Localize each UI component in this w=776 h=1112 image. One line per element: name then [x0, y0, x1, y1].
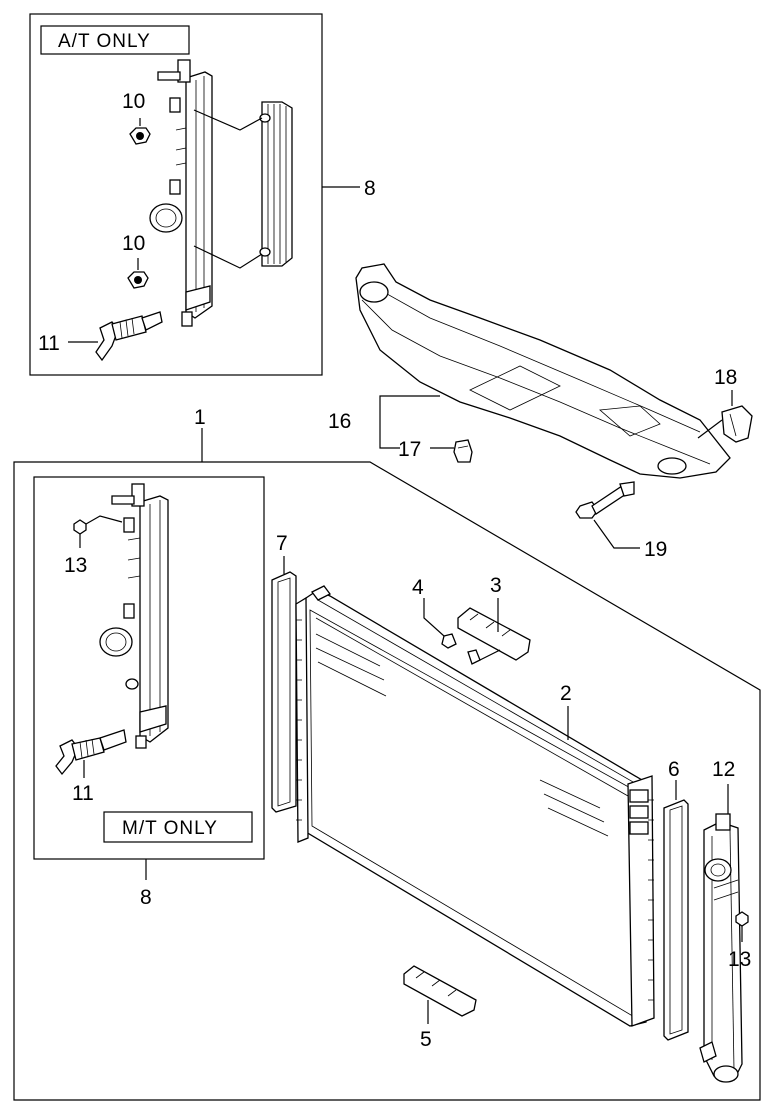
at-only-label-box — [40, 25, 190, 55]
seal-6 — [663, 799, 689, 1041]
callout-13-left: 13 — [64, 554, 87, 577]
callout-11-top: 11 — [38, 332, 60, 355]
drain-plug-mt — [55, 729, 127, 776]
callout-8-top: 8 — [364, 177, 376, 200]
bracket-5 — [403, 965, 477, 1017]
mt-radiator-tank — [99, 483, 169, 749]
at-only-group: A/T ONLY — [29, 13, 323, 376]
callout-5: 5 — [420, 1028, 432, 1051]
side-tank-12 — [699, 813, 743, 1083]
clip-17 — [453, 439, 473, 463]
callout-2: 2 — [560, 682, 572, 705]
callout-12: 12 — [712, 758, 735, 781]
nut-10-bottom — [127, 258, 149, 289]
callout-10-top: 10 — [122, 90, 145, 113]
callout-16: 16 — [328, 410, 351, 433]
callout-13-right: 13 — [728, 948, 751, 971]
at-only-frame — [29, 13, 323, 376]
clip-4 — [441, 633, 457, 649]
callout-8-bottom: 8 — [140, 886, 152, 909]
callout-11-bottom: 11 — [72, 782, 94, 805]
bolt-19 — [575, 481, 635, 519]
callout-4: 4 — [412, 576, 424, 599]
at-only-label: A/T ONLY — [58, 31, 151, 52]
mt-only-frame — [33, 476, 265, 860]
drain-plug-at — [95, 311, 163, 362]
callout-18: 18 — [714, 366, 737, 389]
bracket-3 — [457, 607, 531, 665]
nut-10-top — [129, 118, 151, 145]
radiator-upper-cover — [355, 263, 731, 479]
mt-only-label-box — [103, 811, 253, 843]
callout-3: 3 — [490, 574, 502, 597]
at-radiator-tank — [149, 59, 213, 327]
callout-19: 19 — [644, 538, 667, 561]
radiator-core — [295, 585, 655, 1027]
at-oil-cooler — [193, 101, 293, 269]
bracket-18 — [721, 405, 753, 443]
mt-only-group: M/T ONLY 13 11 — [33, 476, 265, 860]
seal-7 — [271, 571, 297, 813]
callout-6: 6 — [668, 758, 680, 781]
callout-7: 7 — [276, 532, 288, 555]
callout-17: 17 — [398, 438, 421, 461]
callout-1: 1 — [194, 406, 206, 429]
mt-only-label: M/T ONLY — [122, 818, 218, 839]
callout-10-bottom: 10 — [122, 232, 145, 255]
assembly-frame — [13, 461, 761, 1101]
